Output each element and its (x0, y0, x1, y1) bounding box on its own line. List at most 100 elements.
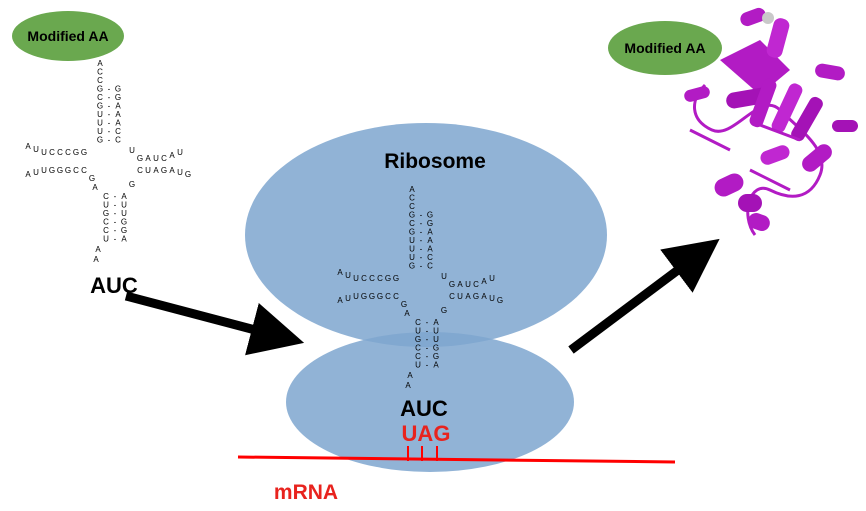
nt-d-loop: A (404, 309, 410, 318)
nt-d-arm-top: G (385, 274, 391, 283)
nt-acceptor-3p: C (115, 136, 121, 145)
nt-anticodon-3p: A (433, 361, 439, 370)
nt-anticodon-3p: U (433, 335, 439, 344)
nt-acceptor-5p: G (97, 102, 103, 111)
nt-anticodon-loop: A (95, 245, 101, 254)
nt-anticodon-3p: A (433, 318, 439, 327)
nt-d-arm-bottom: U (345, 294, 351, 303)
nt-acceptor-3p: A (427, 245, 433, 254)
nt-d-arm-top: U (345, 271, 351, 280)
nt-t-arm-top: A (481, 277, 487, 286)
left-modified-aa-ellipse (12, 11, 124, 61)
nt-t-arm-top: U (153, 154, 159, 163)
nt-pair-dash: - (426, 318, 429, 327)
nt-anticodon-loop: A (93, 255, 99, 264)
nt-t-arm-bottom: A (481, 292, 487, 301)
nt-d-arm-top: C (369, 274, 375, 283)
nt-anticodon-3p: A (121, 192, 127, 201)
nt-pair-dash: - (420, 245, 423, 254)
nt-anticodon-loop: A (407, 371, 413, 380)
nt-t-arm-top: U (465, 280, 471, 289)
nt-acceptor-3p: G (427, 219, 433, 228)
nt-d-arm-bottom: A (337, 296, 343, 305)
protein-structure (684, 7, 858, 236)
nt-acceptor-tail: C (409, 194, 415, 203)
nt-d-arm-bottom: G (361, 292, 367, 301)
nt-acceptor-3p: A (115, 102, 121, 111)
nt-anticodon-3p: G (433, 344, 439, 353)
nt-acceptor-5p: C (97, 93, 103, 102)
nt-pair-dash: - (108, 85, 111, 94)
nt-acceptor-3p: G (115, 85, 121, 94)
nt-t-arm-bottom: A (169, 166, 175, 175)
nt-anticodon-5p: C (103, 218, 109, 227)
nt-acceptor-tail: A (97, 59, 103, 68)
nt-anticodon-3p: U (121, 201, 127, 210)
ribosome-label: Ribosome (384, 150, 486, 173)
nt-pair-dash: - (108, 136, 111, 145)
nt-anticodon-5p: C (103, 192, 109, 201)
nt-d-arm-bottom: U (41, 166, 47, 175)
nt-pair-dash: - (108, 93, 111, 102)
ribosome-large-subunit (245, 123, 607, 347)
nt-d-arm-top: G (73, 148, 79, 157)
nt-pair-dash: - (114, 209, 117, 218)
product-modified-aa-ellipse (608, 21, 722, 75)
nt-d-arm-top: A (25, 142, 31, 151)
nt-pair-dash: - (426, 344, 429, 353)
nt-anticodon-3p: G (433, 352, 439, 361)
left-modified-aa-label: Modified AA (27, 28, 108, 44)
nt-d-arm-bottom: A (25, 170, 31, 179)
nt-acceptor-5p: U (97, 110, 103, 119)
nt-pair-dash: - (420, 253, 423, 262)
nt-d-arm-top: U (33, 145, 39, 154)
nt-pair-dash: - (114, 192, 117, 201)
nt-acceptor-5p: G (97, 85, 103, 94)
nt-t-arm-bottom: G (185, 170, 191, 179)
nt-pair-dash: - (426, 361, 429, 370)
nt-anticodon-3p: A (121, 235, 127, 244)
nt-pair-dash: - (114, 218, 117, 227)
nt-t-arm-bottom: G (161, 166, 167, 175)
nt-d-loop: G (89, 174, 95, 183)
nt-pair-dash: - (108, 102, 111, 111)
nt-acceptor-tail: A (409, 185, 415, 194)
nt-anticodon-5p: U (415, 361, 421, 370)
nt-pair-dash: - (420, 219, 423, 228)
nt-t-arm-top: G (137, 154, 143, 163)
nt-d-loop: A (92, 183, 98, 192)
ribosome-anticodon-label: AUC (400, 396, 448, 421)
nt-acceptor-5p: G (409, 228, 415, 237)
nt-anticodon-3p: G (121, 218, 127, 227)
nt-acceptor-3p: G (115, 93, 121, 102)
nt-t-arm-bottom: C (137, 166, 143, 175)
nt-acceptor-3p: G (427, 211, 433, 220)
nt-t-arm-bottom: C (449, 292, 455, 301)
nt-d-arm-bottom: G (65, 166, 71, 175)
mrna-codon-label: UAG (402, 421, 451, 446)
nt-acceptor-5p: G (97, 136, 103, 145)
nt-anticodon-5p: U (415, 327, 421, 336)
nt-pair-dash: - (426, 327, 429, 336)
nt-d-arm-top: C (377, 274, 383, 283)
nt-acceptor-5p: G (409, 262, 415, 271)
nt-d-arm-bottom: G (57, 166, 63, 175)
nt-d-arm-bottom: U (33, 168, 39, 177)
nt-pair-dash: - (420, 236, 423, 245)
nt-acceptor-5p: U (97, 119, 103, 128)
nt-anticodon-5p: C (415, 318, 421, 327)
nt-acceptor-3p: C (115, 127, 121, 136)
nt-anticodon-3p: G (121, 226, 127, 235)
nt-extra: G (129, 180, 135, 189)
nt-acceptor-tail: C (97, 76, 103, 85)
nt-anticodon-5p: G (103, 209, 109, 218)
nt-d-arm-top: G (393, 274, 399, 283)
nt-t-arm-top: U (489, 274, 495, 283)
nt-extra: G (441, 306, 447, 315)
nt-acceptor-5p: U (409, 236, 415, 245)
nt-acceptor-3p: A (115, 110, 121, 119)
nt-t-arm-top: C (473, 280, 479, 289)
nt-acceptor-3p: A (427, 236, 433, 245)
nt-acceptor-3p: A (115, 119, 121, 128)
